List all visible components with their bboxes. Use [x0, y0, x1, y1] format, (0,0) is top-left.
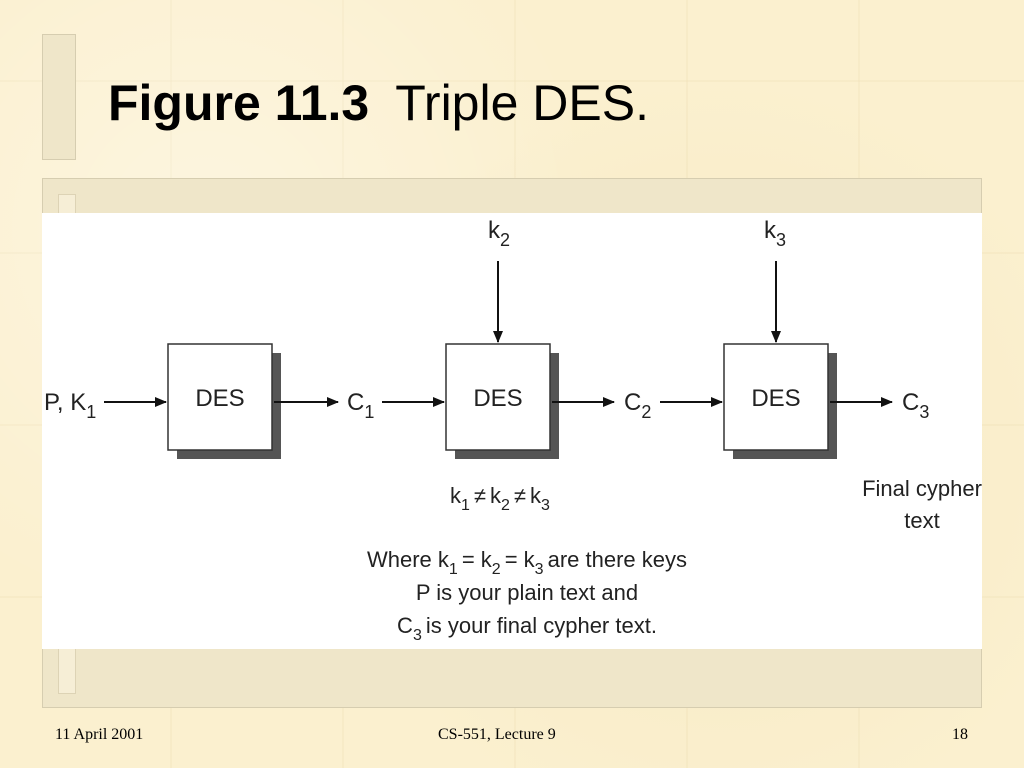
- output-c1-label: C1: [347, 389, 374, 422]
- input-label: P, K1: [44, 389, 96, 422]
- key-k2-label: k2: [488, 217, 510, 250]
- des-box-2-label: DES: [473, 385, 522, 412]
- final-cypher-label-line2: text: [904, 508, 939, 533]
- title-text: Triple DES.: [395, 75, 649, 131]
- input-label-sub: 1: [86, 402, 96, 422]
- des-box-1-label: DES: [195, 385, 244, 412]
- des-box-3-label: DES: [751, 385, 800, 412]
- footer-date: 11 April 2001: [55, 726, 144, 743]
- des-box-1: [167, 343, 273, 451]
- triple-des-diagram: DES DES DES P, K1 k2 k3 C1 C2 C3 k1≠k2≠k…: [44, 217, 982, 644]
- diagram-canvas: DES DES DES P, K1 k2 k3 C1 C2 C3 k1≠k2≠k…: [42, 213, 982, 649]
- note-line-2: P is your plain text and: [416, 580, 638, 605]
- slide-title: Figure 11.3 Triple DES.: [108, 68, 649, 138]
- title-accent-bar: [42, 34, 76, 160]
- output-c2-label: C2: [624, 389, 651, 422]
- title-number: Figure 11.3: [108, 75, 370, 131]
- key-k3-label: k3: [764, 217, 786, 250]
- final-cypher-label-line1: Final cypher: [862, 476, 982, 501]
- footer-page-number: 18: [952, 726, 968, 743]
- des-box-2: [445, 343, 551, 451]
- des-box-3: [723, 343, 829, 451]
- output-c3-label: C3: [902, 389, 929, 422]
- key-inequality: k1≠k2≠k3: [450, 483, 550, 514]
- input-label-main: P, K: [44, 389, 86, 416]
- footer-course: CS-551, Lecture 9: [438, 726, 556, 743]
